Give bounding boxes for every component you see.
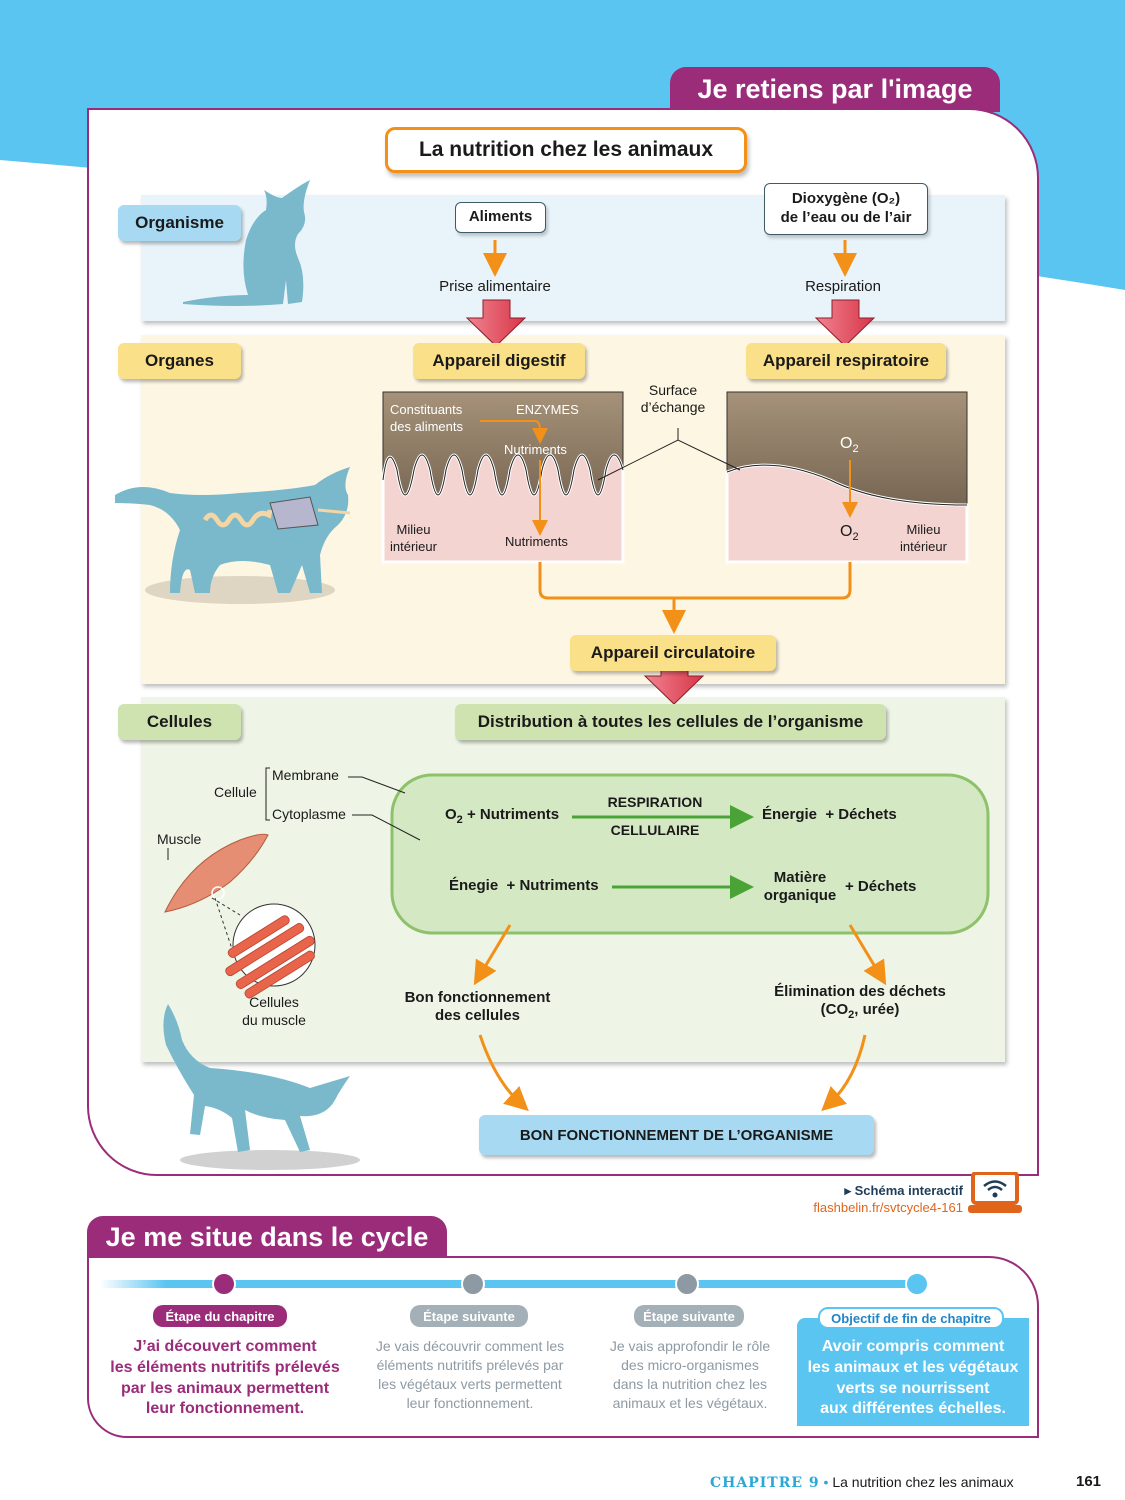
level-tag-cellules: Cellules bbox=[118, 704, 241, 740]
laptop-wifi-icon[interactable] bbox=[968, 1172, 1022, 1214]
red-arrow-digestif bbox=[465, 299, 527, 347]
membrane-label: Membrane bbox=[272, 767, 339, 783]
walking-cat-icon bbox=[163, 1004, 360, 1170]
cycle-timeline bbox=[100, 1272, 929, 1296]
cellule-label: Cellule bbox=[214, 784, 257, 800]
digestive-exchange-panel bbox=[381, 391, 625, 564]
dioxygene-box: Dioxygène (O₂)de l’eau ou de l’air bbox=[764, 183, 928, 235]
merge-bracket bbox=[538, 562, 852, 600]
cat-digestive-system-icon bbox=[115, 467, 351, 604]
section-tab-je-retiens: Je retiens par l'image bbox=[670, 67, 1000, 112]
distribution-tag: Distribution à toutes les cellules de l’… bbox=[455, 704, 886, 740]
timeline-dot-next-1 bbox=[461, 1272, 485, 1296]
red-arrow-respiratoire bbox=[814, 299, 876, 347]
muscle-illustration bbox=[164, 833, 316, 999]
prise-alimentaire-label: Prise alimentaire bbox=[439, 278, 551, 295]
badge-objectif: Objectif de fin de chapitre bbox=[818, 1307, 1004, 1329]
appareil-respiratoire-tag: Appareil respiratoire bbox=[746, 343, 946, 379]
timeline-dot-goal bbox=[905, 1272, 929, 1296]
sitting-cat-icon bbox=[183, 180, 310, 306]
reaction2-product2: + Déchets bbox=[845, 878, 917, 895]
nutriments-top-label: Nutriments bbox=[504, 442, 567, 457]
timeline-dot-next-2 bbox=[675, 1272, 699, 1296]
respiration-label: Respiration bbox=[805, 278, 881, 295]
level-tag-organisme: Organisme bbox=[118, 205, 241, 241]
goal-panel-bg bbox=[797, 1318, 1029, 1426]
reaction1-reactants: O2 + Nutriments bbox=[445, 806, 560, 826]
appareil-digestif-tag: Appareil digestif bbox=[413, 343, 585, 379]
reaction1-label-bottom: CELLULAIRE bbox=[610, 822, 700, 838]
muscle-label: Muscle bbox=[157, 831, 202, 847]
footer-chapter: CHAPITRE 9 • La nutrition chez les anima… bbox=[710, 1474, 1014, 1491]
o2-bottom-label: O2 bbox=[840, 523, 859, 544]
enzymes-label: ENZYMES bbox=[516, 402, 579, 417]
diagram-title: La nutrition chez les animaux bbox=[385, 127, 747, 173]
badge-etape-suivante-1: Étape suivante bbox=[410, 1305, 528, 1327]
reaction2-reactants: Énegie + Nutriments bbox=[449, 877, 599, 894]
cytoplasme-label: Cytoplasme bbox=[272, 806, 346, 822]
cycle-frame bbox=[87, 1256, 1039, 1438]
reaction1-label-top: RESPIRATION bbox=[607, 794, 703, 810]
appareil-circulatoire-tag: Appareil circulatoire bbox=[570, 635, 776, 671]
aliments-box: Aliments bbox=[455, 202, 546, 233]
nutriments-bottom-label: Nutriments bbox=[505, 534, 568, 549]
elimination-dechets: Élimination des déchets(CO2, urée) bbox=[774, 983, 946, 1021]
cell-reaction-box bbox=[390, 773, 990, 935]
section-title: Je retiens par l'image bbox=[697, 74, 973, 104]
interactive-schema-link[interactable]: ▸ Schéma interactif flashbelin.fr/svtcyc… bbox=[813, 1183, 963, 1215]
o2-top-label: O2 bbox=[840, 435, 859, 456]
badge-etape-chapitre: Étape du chapitre bbox=[153, 1305, 287, 1327]
section-tab-cycle: Je me situe dans le cycle bbox=[87, 1216, 447, 1258]
timeline-dot-current bbox=[212, 1272, 236, 1296]
respiratory-exchange-panel bbox=[725, 391, 969, 564]
level-tag-organes: Organes bbox=[118, 343, 241, 379]
page-number: 161 bbox=[1076, 1473, 1102, 1490]
reaction1-products: Énergie + Déchets bbox=[762, 806, 897, 823]
badge-etape-suivante-2: Étape suivante bbox=[634, 1305, 744, 1327]
bon-fonctionnement-organisme-box: BON FONCTIONNEMENT DE L’ORGANISME bbox=[479, 1115, 874, 1155]
